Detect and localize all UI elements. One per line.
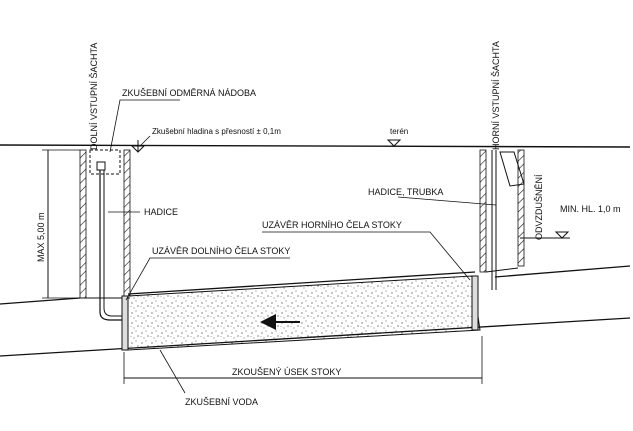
pipe-top-wall-left [0, 297, 81, 305]
venting-label: ODVZDUŠNĚNÍ [534, 174, 544, 240]
lower-hose [99, 170, 128, 321]
upper-end-closure [471, 275, 479, 331]
min-level-label: MIN. HL. 1,0 m [560, 204, 621, 214]
terrain-line [0, 144, 631, 148]
test-level-label: Zkušební hladina s přesností ± 0,1m [152, 127, 281, 136]
lower-closure-label: UZÁVĚR DOLNÍHO ČELA STOKY [152, 246, 290, 256]
hose-tube-label: HADICE, TRUBKA [368, 187, 443, 197]
lower-hose-inner [103, 170, 128, 317]
hose-label: HADICE [144, 207, 178, 217]
tested-section-label: ZKOUŠENÝ ÚSEK STOKY [232, 367, 341, 377]
lower-shaft-label: DOLNÍ VSTUPNÍ ŠACHTA [89, 43, 99, 150]
lower-end-closure [121, 295, 129, 351]
terrain-label: terén [390, 127, 408, 136]
min-level-symbol [554, 231, 570, 239]
leader-upper-closure [262, 231, 471, 281]
upper-shaft-label: HORNÍ VSTUPNÍ ŠACHTA [491, 41, 501, 150]
test-vessel-label: ZKUŠEBNÍ ODMĚRNÁ NÁDOBA [122, 88, 256, 98]
leader-test-vessel [109, 99, 180, 153]
venting-pipe [499, 151, 525, 187]
lower-shaft [79, 149, 131, 299]
test-water-body [127, 275, 481, 351]
test-water-label: ZKUŠEBNÍ VODA [185, 397, 258, 407]
pipe-top-wall [127, 271, 476, 295]
leader-test-water [159, 349, 186, 394]
test-level-symbol [130, 145, 146, 153]
leader-test-level [139, 135, 151, 147]
max-height-label: MAX 5,00 m [36, 212, 46, 262]
measuring-vessel [89, 149, 121, 175]
leader-lower-closure [125, 257, 290, 301]
upper-closure-label: UZÁVĚR HORNÍHO ČELA STOKY [262, 220, 402, 230]
upper-shaft [479, 149, 525, 290]
terrain-symbol [386, 139, 402, 147]
leader-hose-tube [397, 196, 497, 206]
pipe-top-wall-right [494, 265, 631, 278]
